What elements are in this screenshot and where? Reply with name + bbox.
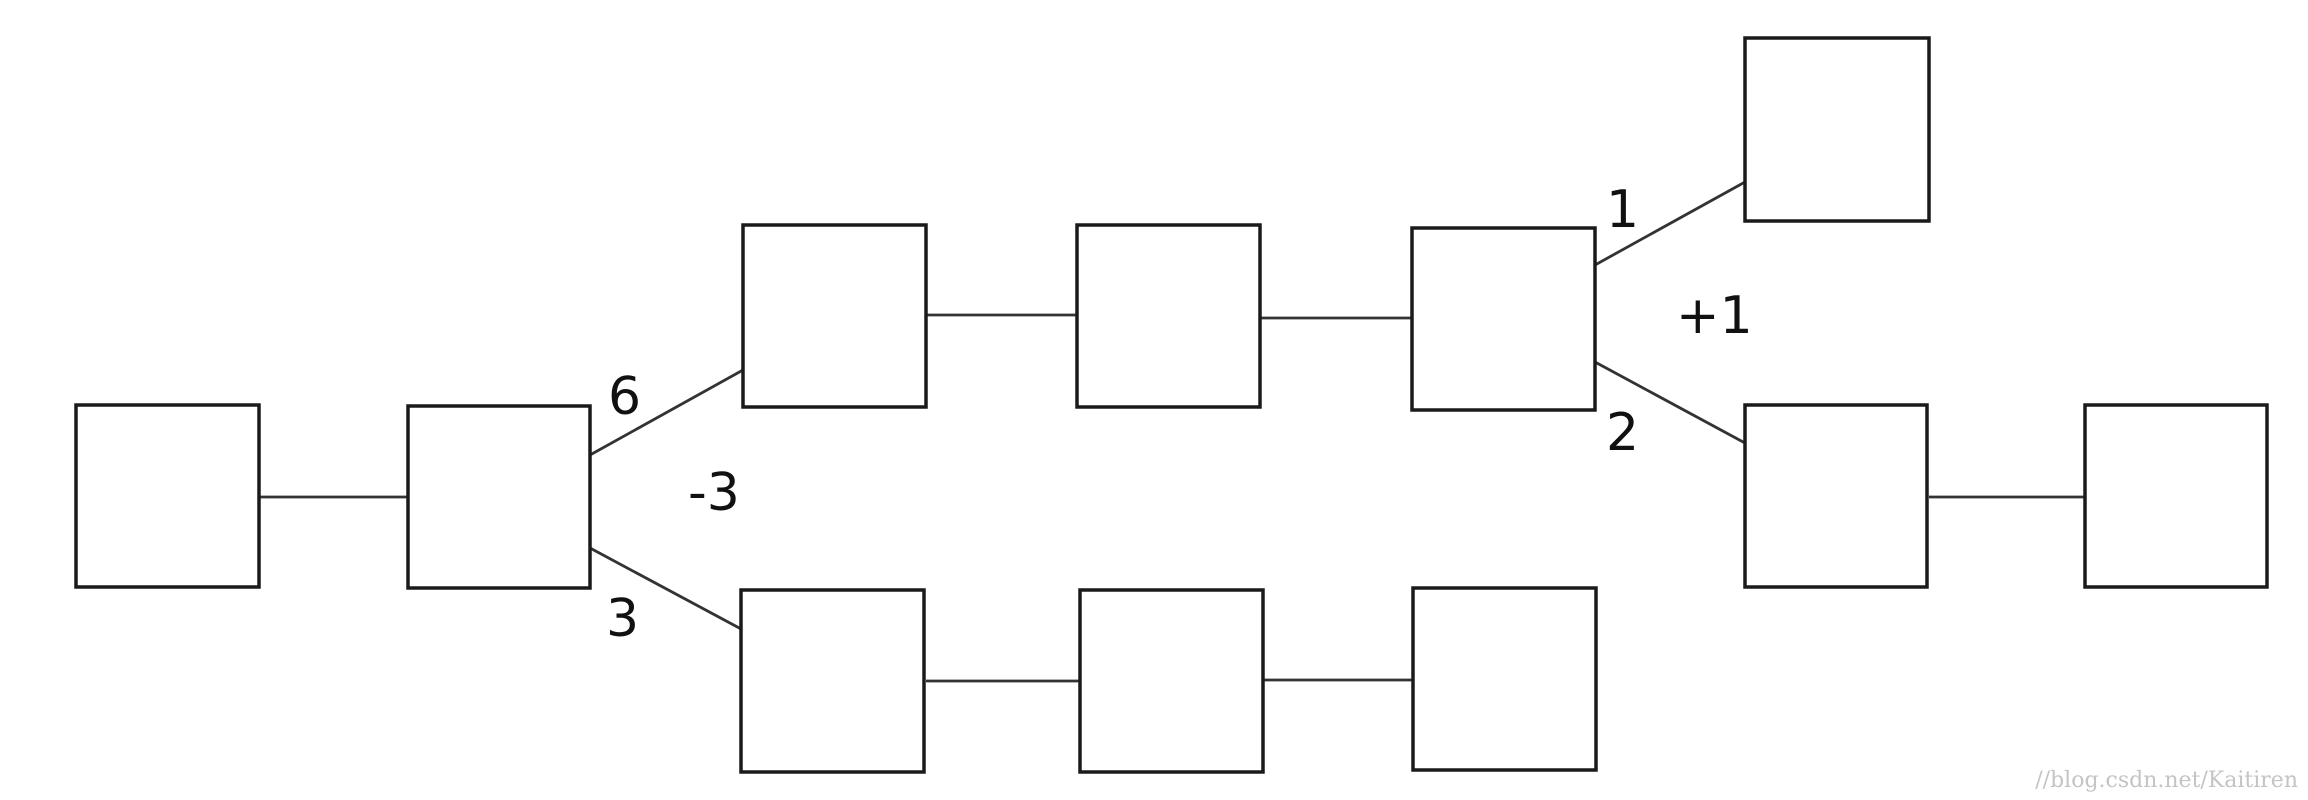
edge-label-upper-right: 1	[1606, 180, 1639, 240]
node-lower-3	[1411, 586, 1598, 772]
node-root	[74, 403, 261, 589]
edge-branch-upper1	[589, 368, 744, 457]
edge-label-lower-left: 3	[606, 589, 639, 649]
edge-upper3-midright	[1594, 360, 1746, 445]
edges	[259, 180, 2085, 683]
node-upper-2	[1075, 223, 1262, 409]
node-upper-1	[741, 223, 928, 409]
node-mid-right	[1743, 403, 1929, 589]
edge-label-upper-left: 6	[608, 367, 641, 427]
node-lower-1	[739, 588, 926, 774]
edge-upper3-topright	[1594, 180, 1746, 267]
edge-branch-lower1	[589, 546, 744, 632]
node-lower-2	[1078, 588, 1265, 774]
watermark-text: //blog.csdn.net/Kaitiren	[2035, 768, 2298, 793]
node-far-right	[2083, 403, 2269, 589]
node-top-right	[1743, 36, 1931, 223]
diff-label-right: +1	[1676, 286, 1753, 346]
node-branch	[406, 404, 592, 590]
node-upper-3	[1410, 226, 1597, 412]
edge-label-lower-right: 2	[1606, 403, 1639, 463]
diff-label-left: -3	[688, 463, 740, 523]
